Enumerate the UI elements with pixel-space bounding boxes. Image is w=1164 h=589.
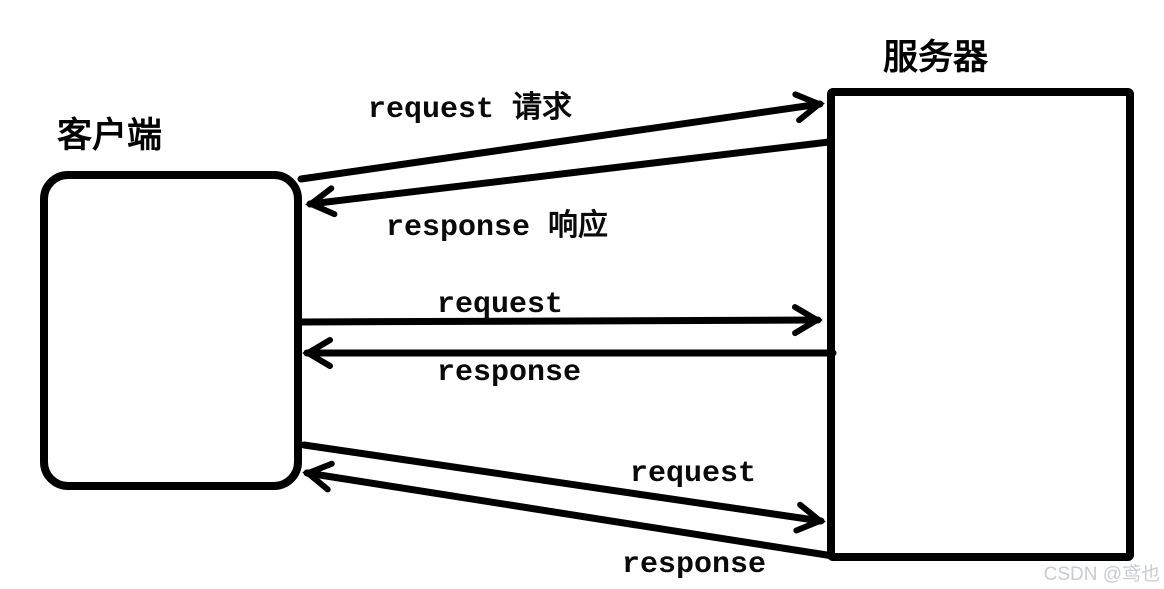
request-3-arrow xyxy=(300,441,826,534)
client-label: 客户端 xyxy=(57,115,162,155)
response-2-label: response xyxy=(437,356,581,390)
server-label: 服务器 xyxy=(883,38,989,77)
request-1-arrow xyxy=(297,91,825,183)
response-1-arrow xyxy=(305,138,833,218)
request-1-label: request 请求 xyxy=(368,91,572,127)
response-3-arrow xyxy=(302,460,837,560)
server-node xyxy=(827,88,1134,561)
response-3-label: response xyxy=(622,548,766,582)
response-1-label: response 响应 xyxy=(386,208,608,245)
request-3-label: request xyxy=(630,457,756,491)
csdn-watermark: CSDN @鸢也 xyxy=(1044,563,1160,585)
client-node xyxy=(40,171,302,490)
request-2-arrow xyxy=(296,304,823,337)
request-2-label: request xyxy=(437,288,563,322)
